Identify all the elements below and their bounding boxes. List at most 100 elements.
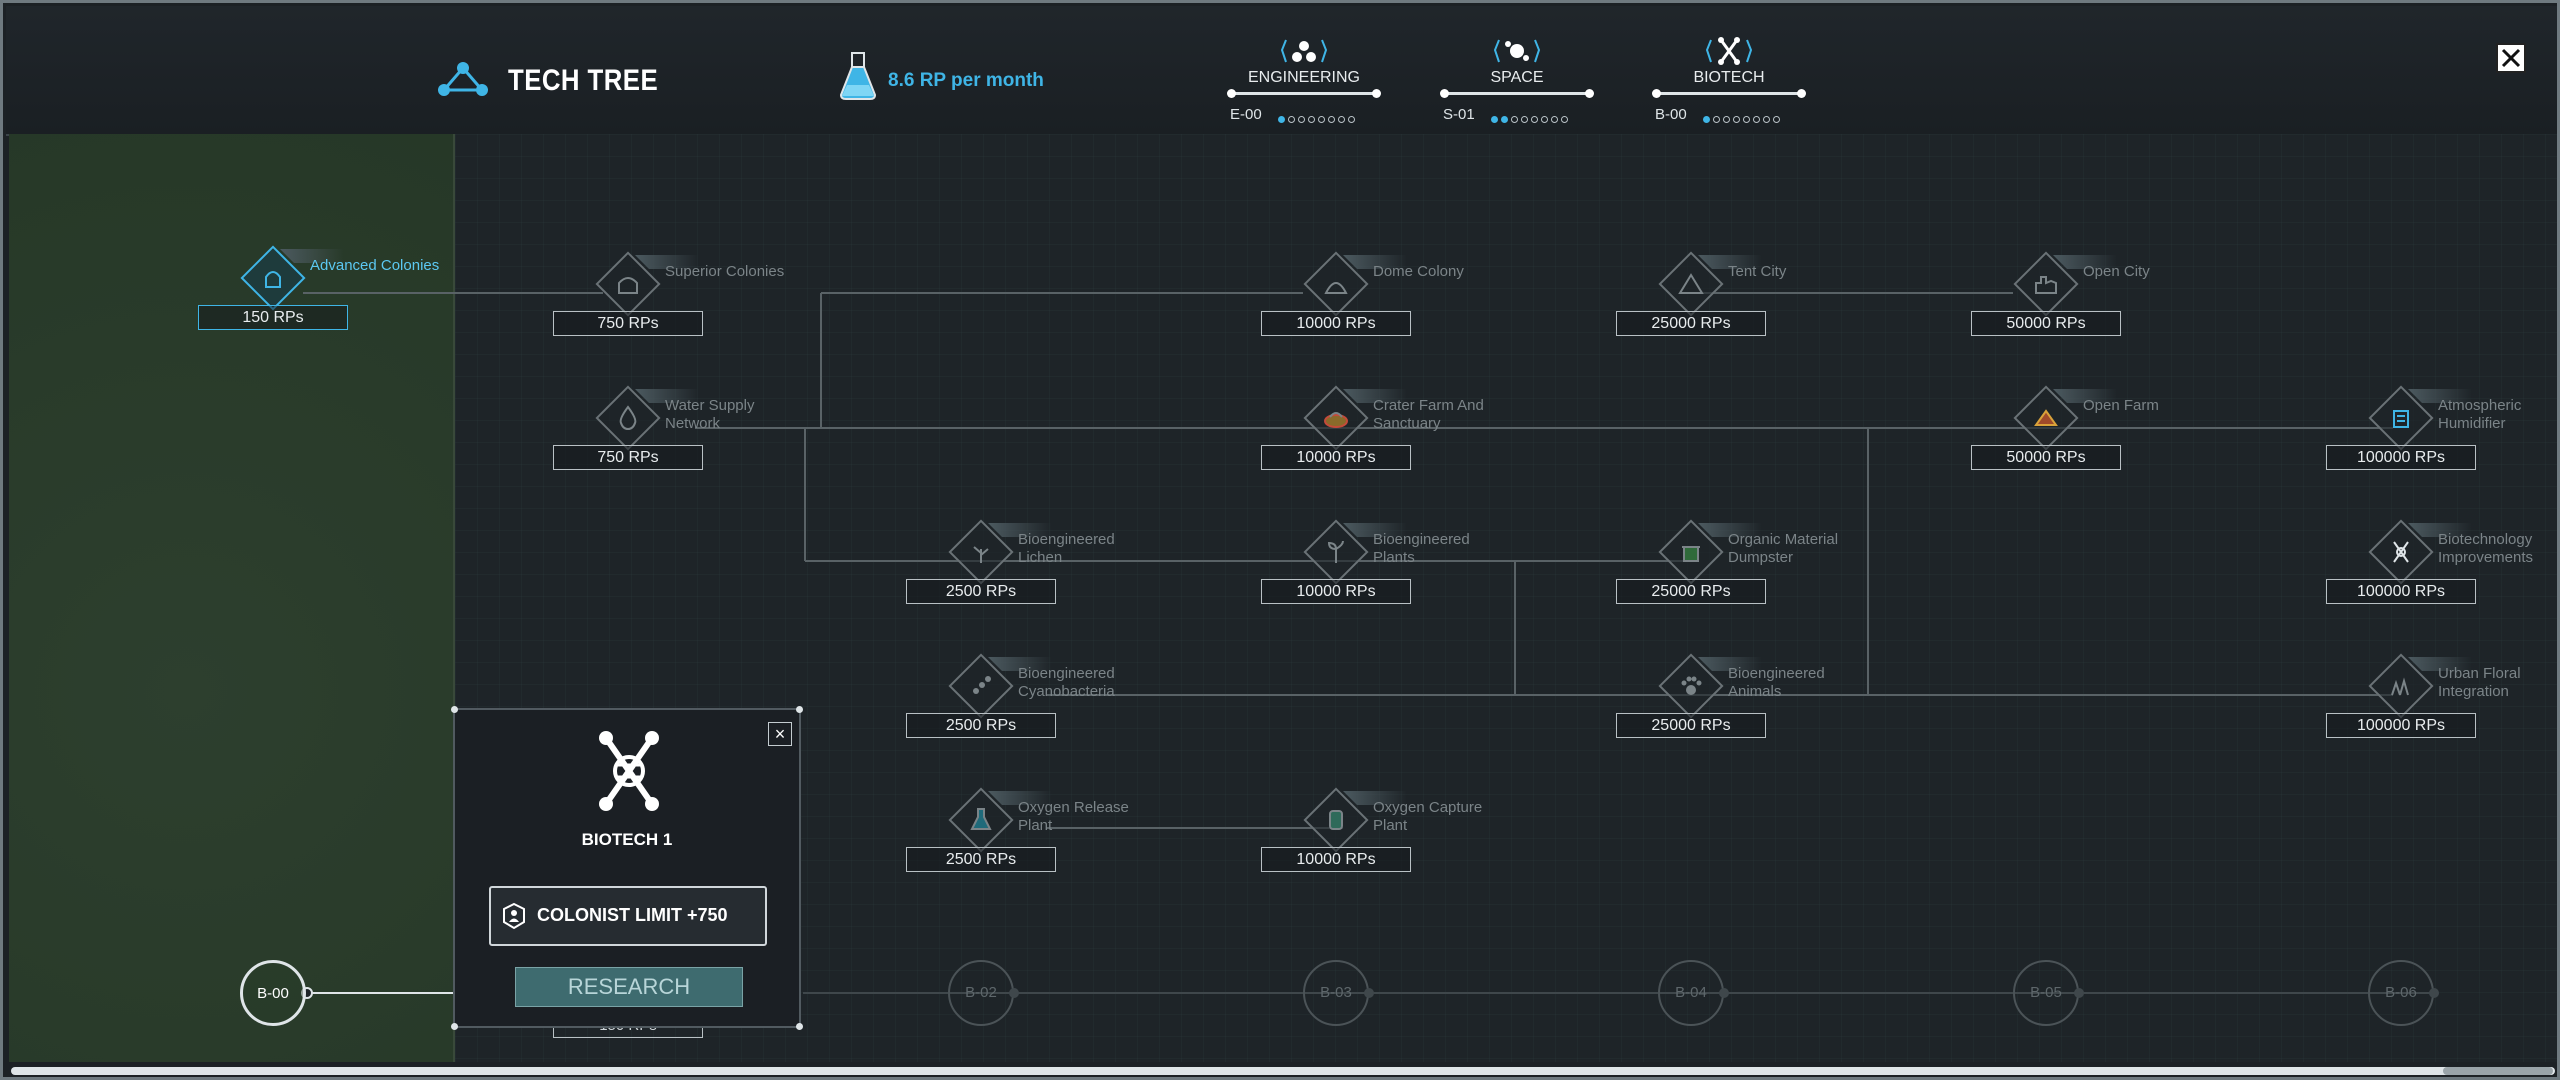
header-bar: TECH TREE 8.6 RP per month ENGINEERING E…: [6, 6, 2557, 136]
tech-node-bioengineered-animals[interactable]: Bioengineered Animals 25000 RPs: [1616, 653, 1825, 753]
node-cost: 10000 RPs: [1261, 579, 1411, 604]
tech-tree-icon: [436, 61, 490, 102]
progress-dot: [1713, 116, 1720, 123]
node-name: Bioengineered Plants: [1373, 531, 1470, 566]
tech-node-water-supply-network[interactable]: Water Supply Network 750 RPs: [553, 385, 754, 485]
node-flag: [988, 791, 1052, 805]
node-cost: 2500 RPs: [906, 847, 1056, 872]
node-flag: [988, 657, 1052, 671]
branch-progress-dots: [1491, 110, 1571, 128]
progress-dot: [1561, 116, 1568, 123]
tech-node-urban-floral-integration[interactable]: Urban Floral Integration 100000 RPs: [2326, 653, 2521, 753]
node-name: Open City: [2083, 263, 2150, 280]
tech-node-crater-farm-and-sanctuary[interactable]: Crater Farm And Sanctuary 10000 RPs: [1261, 385, 1484, 485]
node-cost: 25000 RPs: [1616, 311, 1766, 336]
branch-engineering[interactable]: ENGINEERING E-00: [1224, 36, 1384, 126]
node-name: Bioengineered Animals: [1728, 665, 1825, 700]
water-drop-icon: [613, 403, 643, 438]
research-button[interactable]: RESEARCH: [515, 967, 743, 1007]
branch-space[interactable]: SPACE S-01: [1437, 36, 1597, 126]
node-cost: 100000 RPs: [2326, 445, 2476, 470]
milestone-b-00[interactable]: B-00: [240, 960, 306, 1026]
tech-node-open-city[interactable]: Open City 50000 RPs: [1971, 251, 2150, 351]
tent-icon: [1676, 269, 1706, 304]
node-cost: 2500 RPs: [906, 713, 1056, 738]
node-cost: 10000 RPs: [1261, 847, 1411, 872]
progress-dot: [1703, 116, 1710, 123]
plant-icon: [1321, 537, 1351, 572]
node-flag: [1698, 255, 1762, 269]
dome-icon: [1321, 269, 1351, 304]
humidifier-icon: [2386, 403, 2416, 438]
progress-dot: [1763, 116, 1770, 123]
progress-dot: [1491, 116, 1498, 123]
progress-dot: [1298, 116, 1305, 123]
node-flag: [635, 389, 699, 403]
progress-dot: [1511, 116, 1518, 123]
progress-dot: [1338, 116, 1345, 123]
node-cost: 10000 RPs: [1261, 311, 1411, 336]
tech-node-oxygen-release-plant[interactable]: Oxygen Release Plant 2500 RPs: [906, 787, 1129, 887]
tech-node-bioengineered-cyanobacteria[interactable]: Bioengineered Cyanobacteria 2500 RPs: [906, 653, 1115, 753]
node-flag: [988, 523, 1052, 537]
node-flag: [635, 255, 699, 269]
progress-dot: [1723, 116, 1730, 123]
node-name: Urban Floral Integration: [2438, 665, 2521, 700]
tech-node-open-farm[interactable]: Open Farm 50000 RPs: [1971, 385, 2159, 485]
tech-node-organic-material-dumpster[interactable]: Organic Material Dumpster 25000 RPs: [1616, 519, 1838, 619]
node-name: Biotechnology Improvements: [2438, 531, 2534, 566]
tech-node-advanced-colonies[interactable]: Advanced Colonies 150 RPs: [198, 245, 439, 345]
progress-dot: [1743, 116, 1750, 123]
branch-bar: [1652, 89, 1806, 98]
scrollbar-thumb[interactable]: [2443, 1067, 2553, 1075]
dna-icon: [2386, 537, 2416, 572]
node-cost: 25000 RPs: [1616, 713, 1766, 738]
tech-node-bioengineered-lichen[interactable]: Bioengineered Lichen 2500 RPs: [906, 519, 1115, 619]
node-cost: 100000 RPs: [2326, 713, 2476, 738]
node-cost: 750 RPs: [553, 311, 703, 336]
horizontal-scrollbar[interactable]: [11, 1067, 2555, 1075]
progress-dot: [1773, 116, 1780, 123]
branch-name: SPACE: [1490, 69, 1544, 86]
tech-node-oxygen-capture-plant[interactable]: Oxygen Capture Plant 10000 RPs: [1261, 787, 1482, 887]
node-flag: [1698, 523, 1762, 537]
tech-node-superior-colonies[interactable]: Superior Colonies 750 RPs: [553, 251, 784, 351]
node-flag: [1343, 791, 1407, 805]
progress-dot: [1521, 116, 1528, 123]
popup-close-button[interactable]: ×: [768, 722, 792, 746]
tech-node-bioengineered-plants[interactable]: Bioengineered Plants 10000 RPs: [1261, 519, 1470, 619]
perk-card: COLONIST LIMIT +750: [489, 886, 767, 946]
node-name: Advanced Colonies: [310, 257, 440, 274]
node-name: Superior Colonies: [665, 263, 785, 280]
perk-label: COLONIST LIMIT +750: [537, 905, 728, 925]
biotech-dna-icon: [592, 728, 666, 819]
node-name: Dome Colony: [1373, 263, 1464, 280]
branch-biotech[interactable]: BIOTECH B-00: [1649, 36, 1809, 126]
close-icon: [2501, 48, 2521, 68]
progress-dot: [1318, 116, 1325, 123]
colony-icon: [613, 269, 643, 304]
node-cost: 150 RPs: [198, 305, 348, 330]
tech-node-atmospheric-humidifier[interactable]: Atmospheric Humidifier 100000 RPs: [2326, 385, 2521, 485]
lichen-icon: [966, 537, 996, 572]
tech-node-dome-colony[interactable]: Dome Colony 10000 RPs: [1261, 251, 1464, 351]
node-cost: 2500 RPs: [906, 579, 1056, 604]
space-icon: [1491, 36, 1543, 71]
node-flag: [1698, 657, 1762, 671]
progress-dot: [1308, 116, 1315, 123]
tech-node-biotechnology-improvements[interactable]: Biotechnology Improvements 100000 RPs: [2326, 519, 2533, 619]
node-name: Bioengineered Lichen: [1018, 531, 1115, 566]
close-button[interactable]: [2496, 43, 2526, 73]
node-flag: [2408, 389, 2472, 403]
node-name: Bioengineered Cyanobacteria: [1018, 665, 1115, 700]
dna-icon: [1703, 36, 1755, 71]
node-cost: 25000 RPs: [1616, 579, 1766, 604]
node-cost: 10000 RPs: [1261, 445, 1411, 470]
engineering-icon: [1278, 36, 1330, 71]
tech-node-tent-city[interactable]: Tent City 25000 RPs: [1616, 251, 1786, 351]
branch-name: BIOTECH: [1693, 69, 1765, 86]
node-flag: [1343, 255, 1407, 269]
node-flag: [1343, 523, 1407, 537]
milestone-popup: × BIOTECH 1 COLONIST LIMIT +750 R: [451, 706, 803, 1030]
node-cost: 50000 RPs: [1971, 311, 2121, 336]
